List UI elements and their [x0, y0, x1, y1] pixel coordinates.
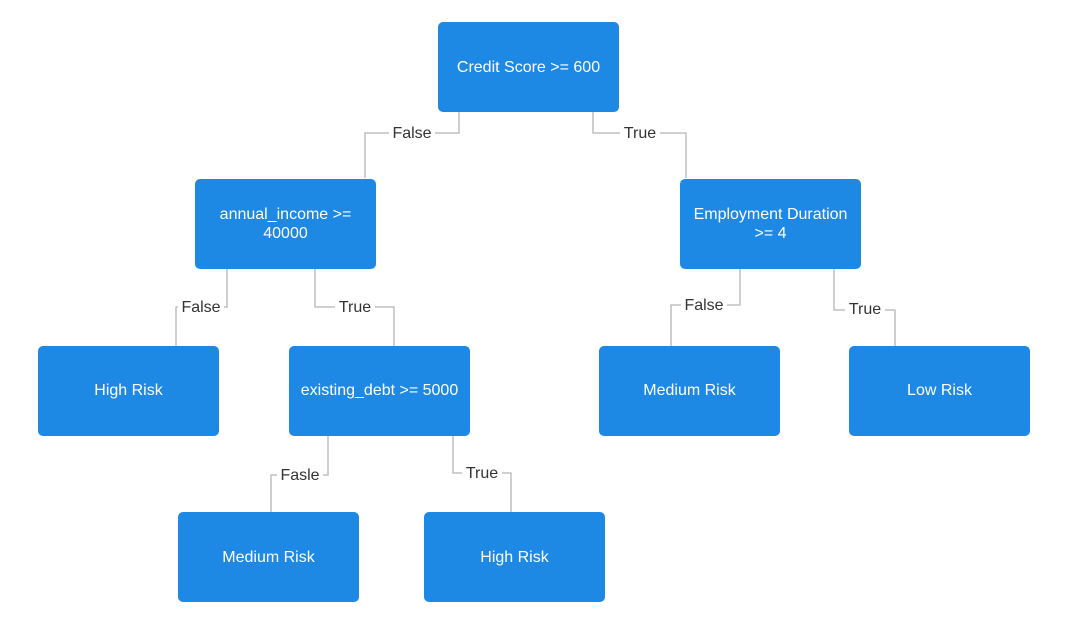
- node-label-line-2: 40000: [263, 225, 308, 242]
- edge-label-background: [178, 297, 224, 317]
- edge-label-background: [462, 463, 502, 483]
- node-box: [289, 346, 470, 436]
- edge-income-true: True: [314, 260, 395, 355]
- edge-label: False: [684, 297, 723, 314]
- edge-label: False: [181, 299, 220, 316]
- node-box: [680, 179, 861, 269]
- edge-label: False: [392, 125, 431, 142]
- node-label: existing_debt >= 5000: [301, 382, 459, 399]
- node-box: [424, 512, 605, 602]
- edge-label: True: [339, 299, 371, 316]
- node-label-line-1: Employment Duration: [694, 206, 848, 223]
- edge-label-background: [389, 123, 435, 143]
- edge-debt-true: True: [452, 420, 512, 525]
- edge-employment-true: True: [833, 264, 896, 355]
- edge-label: Fasle: [280, 467, 319, 484]
- node-label: Credit Score >= 600: [457, 59, 600, 76]
- node-medium-risk-bottom[interactable]: Medium Risk: [178, 512, 359, 602]
- node-high-risk-bottom[interactable]: High Risk: [424, 512, 605, 602]
- node-label-line-1: annual_income >=: [220, 206, 352, 223]
- node-label: High Risk: [480, 549, 549, 566]
- edge-label: True: [624, 125, 656, 142]
- edge-label: True: [466, 465, 498, 482]
- edge-label-background: [620, 123, 660, 143]
- node-label: Medium Risk: [643, 382, 736, 399]
- edge-label-background: [845, 299, 885, 319]
- edge-income-false: False: [175, 260, 228, 355]
- node-medium-risk-right[interactable]: Medium Risk: [599, 346, 780, 436]
- node-box: [195, 179, 376, 269]
- edge-label: True: [849, 301, 881, 318]
- node-label: High Risk: [94, 382, 163, 399]
- node-high-risk-left[interactable]: High Risk: [38, 346, 219, 436]
- node-low-risk[interactable]: Low Risk: [849, 346, 1030, 436]
- edges: False True False True False True: [175, 88, 896, 525]
- edge-label-background: [277, 465, 323, 485]
- node-label-line-2: >= 4: [754, 225, 786, 242]
- node-box: [438, 22, 619, 112]
- edge-employment-false: False: [670, 257, 741, 355]
- node-box: [599, 346, 780, 436]
- node-box: [849, 346, 1030, 436]
- edge-root-false: False: [364, 88, 460, 178]
- nodes: Credit Score >= 600 annual_income >= 400…: [38, 22, 1030, 602]
- node-existing-debt[interactable]: existing_debt >= 5000: [289, 346, 470, 436]
- edge-debt-false: Fasle: [270, 425, 329, 525]
- edge-label-background: [335, 297, 375, 317]
- node-annual-income[interactable]: annual_income >= 40000: [195, 179, 376, 269]
- node-employment-duration[interactable]: Employment Duration >= 4: [680, 179, 861, 269]
- node-label: Low Risk: [907, 382, 973, 399]
- edge-label-background: [681, 295, 727, 315]
- node-box: [178, 512, 359, 602]
- node-label: Medium Risk: [222, 549, 315, 566]
- node-credit-score[interactable]: Credit Score >= 600: [438, 22, 619, 112]
- node-box: [38, 346, 219, 436]
